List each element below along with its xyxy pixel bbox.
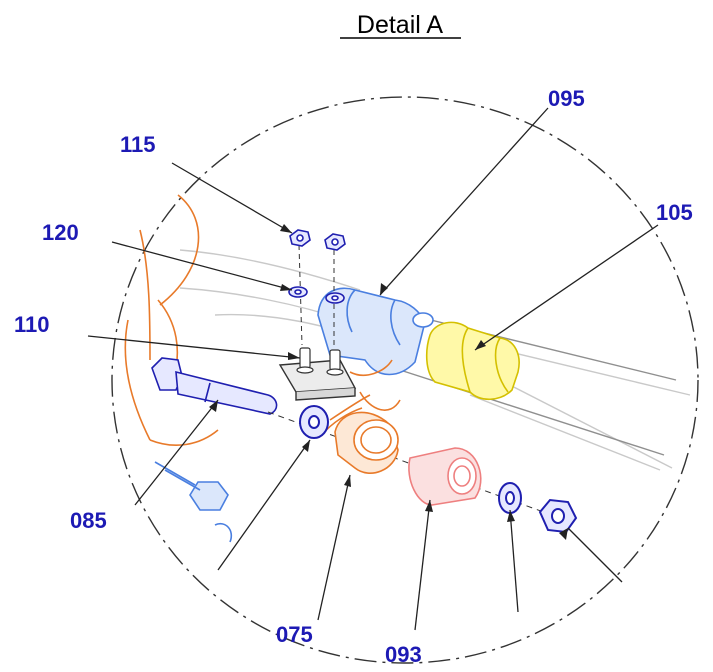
pipe-clamp-095 — [317, 287, 434, 376]
bolt-085 — [151, 357, 278, 415]
nut-right — [538, 498, 578, 534]
callout-093: 093 — [385, 642, 422, 667]
callout-115: 115 — [120, 132, 156, 157]
callout-095: 095 — [548, 86, 585, 111]
washer-left — [299, 405, 329, 439]
nuts-115 — [289, 229, 346, 251]
lower-left-bolt-head — [154, 461, 233, 543]
callout-labels: 115 120 110 095 105 085 075 093 — [14, 86, 693, 667]
leader-arrowheads — [209, 224, 568, 540]
leader-075 — [317, 474, 351, 621]
callout-075: 075 — [276, 622, 313, 647]
leader-washer-left — [217, 439, 311, 571]
leader-105 — [474, 224, 659, 351]
callout-105: 105 — [656, 200, 693, 225]
leader-093 — [414, 499, 431, 631]
bushing-075 — [334, 411, 399, 474]
detail-boundary-circle — [111, 96, 699, 664]
studs-110 — [296, 347, 344, 376]
leader-washer-right — [509, 509, 519, 613]
callout-110: 110 — [14, 312, 50, 337]
pipe-spacer-105 — [425, 321, 520, 401]
callout-120: 120 — [42, 220, 79, 245]
frame-bracket-left — [124, 194, 219, 446]
leader-085 — [134, 399, 219, 506]
saddle-plate — [278, 359, 357, 401]
leader-110 — [87, 335, 301, 359]
detail-title: Detail A — [357, 11, 443, 39]
leader-nut-right — [567, 527, 623, 583]
washers-120 — [288, 286, 345, 304]
spacer-093 — [408, 447, 482, 506]
leader-120 — [111, 241, 293, 291]
leader-095 — [379, 107, 549, 296]
callout-085: 085 — [70, 508, 107, 533]
leader-lines — [87, 107, 659, 631]
washer-right — [498, 482, 522, 514]
leader-115 — [171, 162, 293, 234]
